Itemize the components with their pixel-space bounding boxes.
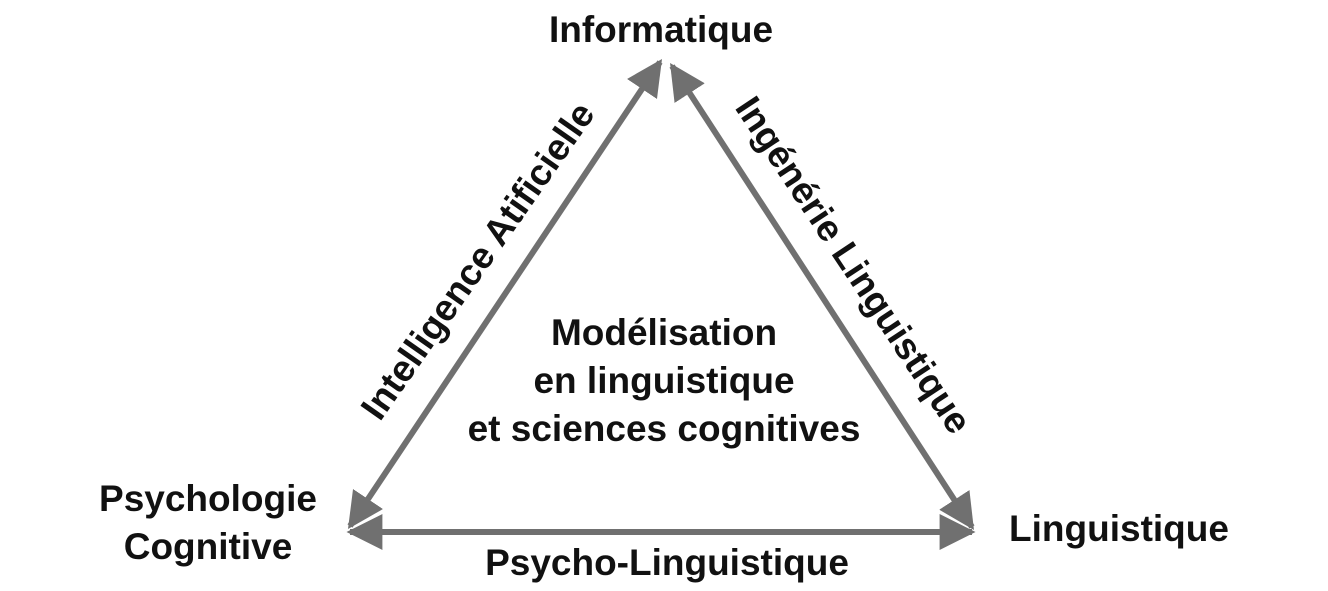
node-linguistique: Linguistique — [1009, 508, 1229, 549]
node-psychologie-line2: Cognitive — [124, 526, 293, 567]
center-text-line3: et sciences cognitives — [468, 408, 861, 449]
arrow-right-edge — [669, 62, 975, 531]
edge-label-psycho-linguistique: Psycho-Linguistique — [485, 542, 849, 583]
center-text-line1: Modélisation — [551, 312, 777, 353]
node-psychologie-line1: Psychologie — [99, 478, 317, 519]
arrow-left-edge — [347, 59, 663, 529]
center-text-line2: en linguistique — [533, 360, 794, 401]
node-informatique: Informatique — [549, 9, 773, 50]
